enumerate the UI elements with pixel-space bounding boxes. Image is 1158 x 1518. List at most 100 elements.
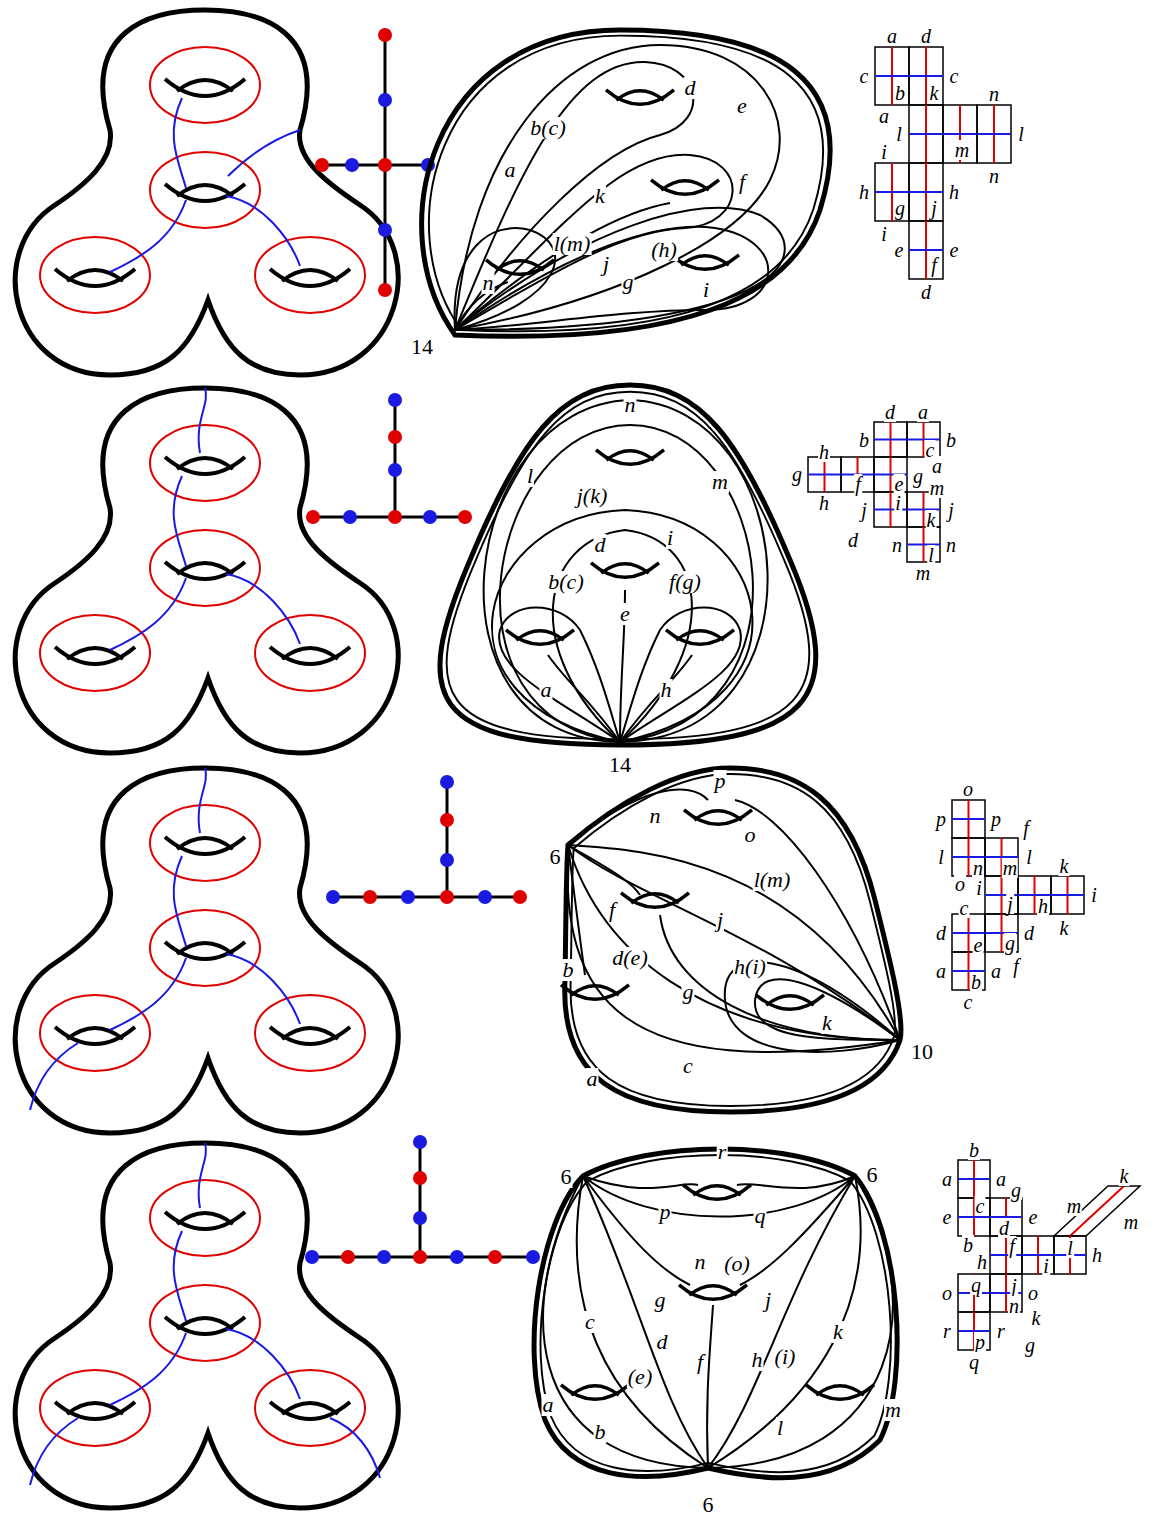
edge-label: n xyxy=(624,394,637,416)
curve-line xyxy=(620,655,692,742)
square-tile xyxy=(909,105,943,163)
graph-line xyxy=(808,474,841,476)
curve-line xyxy=(708,1176,893,1468)
edge-label: b xyxy=(894,83,906,103)
edge-label: a xyxy=(941,1169,953,1189)
curve-line xyxy=(735,800,900,1040)
curve-line xyxy=(199,768,206,833)
edge-label: q xyxy=(968,1352,980,1372)
edge-label: (e) xyxy=(627,1366,653,1388)
graph-line xyxy=(874,439,907,441)
edge-label: p xyxy=(935,809,947,829)
surface-part xyxy=(651,180,719,194)
square-tile xyxy=(1054,1236,1086,1274)
drawing-group xyxy=(567,789,900,1052)
edge-label: f xyxy=(1008,1236,1016,1256)
edge-label: g xyxy=(1004,933,1016,953)
tree-vertex xyxy=(388,510,402,524)
edge-label: l xyxy=(937,847,945,867)
edge-label: m xyxy=(884,1399,902,1421)
edge-label: a xyxy=(931,456,943,476)
curve-line xyxy=(199,388,206,453)
surface-part xyxy=(15,388,398,753)
graph-line xyxy=(952,818,985,820)
graph-line xyxy=(977,133,1011,135)
edge-label: c xyxy=(949,66,960,86)
edge-label: c xyxy=(859,66,870,86)
edge-label: h xyxy=(818,442,830,462)
edge-label: o xyxy=(744,824,757,846)
edge-label: a xyxy=(586,1068,599,1090)
curve-line xyxy=(583,1176,708,1468)
edge-label: k xyxy=(594,185,606,207)
square-tile xyxy=(958,1274,990,1312)
edge-label: n xyxy=(1008,1296,1020,1316)
edge-label: e xyxy=(949,240,960,260)
edge-label: m xyxy=(1123,1212,1139,1232)
edge-label: k xyxy=(832,1321,844,1343)
tree-vertex xyxy=(401,890,415,904)
edge-label: r xyxy=(717,1141,728,1163)
edge-label: b xyxy=(945,430,957,450)
edge-label: b xyxy=(962,1235,974,1255)
surface-part xyxy=(666,630,734,644)
edge-label: b xyxy=(562,959,575,981)
drawing-group xyxy=(534,1149,897,1478)
edge-label: a xyxy=(995,1169,1007,1189)
edge-label: i xyxy=(975,878,983,898)
graph-line xyxy=(958,1216,990,1218)
edge-label: d xyxy=(920,26,932,46)
square-tile xyxy=(952,800,985,838)
surface-part xyxy=(671,255,739,269)
edge-label: d xyxy=(998,1218,1010,1238)
square-tile xyxy=(875,163,909,221)
surface-part xyxy=(591,563,659,577)
curve-line xyxy=(199,1143,206,1208)
curve-line xyxy=(534,1149,897,1478)
edge-label: g xyxy=(622,271,635,293)
edge-label: g xyxy=(912,466,924,486)
edge-label: g xyxy=(654,1289,667,1311)
edge-label: k xyxy=(926,510,937,530)
tree-vertex xyxy=(377,1250,391,1264)
graph-line xyxy=(909,191,943,193)
edge-label: o xyxy=(1027,1283,1039,1303)
edge-label: i xyxy=(1090,885,1098,905)
edge-label: d(e) xyxy=(611,947,648,969)
tree-vertex xyxy=(440,775,454,789)
surface-part xyxy=(606,90,674,104)
edge-label: a xyxy=(540,679,553,701)
edge-label: m xyxy=(954,140,970,160)
tree-vertex xyxy=(440,890,454,904)
edge-label: p xyxy=(990,809,1002,829)
curve-line xyxy=(455,203,670,330)
curve-line xyxy=(30,1043,78,1110)
graph-line xyxy=(874,509,907,511)
parallelogram-tile xyxy=(1054,1186,1140,1236)
graph-line xyxy=(875,75,909,77)
edge-label: l xyxy=(526,465,534,487)
edge-label: l xyxy=(895,124,903,144)
square-tile xyxy=(1051,876,1084,914)
curve-line xyxy=(422,30,831,336)
square-tile xyxy=(874,422,907,457)
edge-label: m xyxy=(1002,858,1018,878)
surface-part xyxy=(506,630,574,644)
tree-vertex xyxy=(388,430,402,444)
curve-line xyxy=(228,130,300,176)
edge-label: q xyxy=(754,1205,767,1227)
edge-label: o xyxy=(954,874,966,894)
edge-label: j xyxy=(716,909,724,931)
edge-label: b xyxy=(970,972,982,992)
drawing-group xyxy=(455,45,785,330)
edge-label: a xyxy=(917,402,929,422)
edge-label: c xyxy=(959,898,970,918)
tree-vertex xyxy=(378,158,392,172)
graph-line xyxy=(419,1142,422,1257)
curve-line xyxy=(543,1176,708,1468)
edge-label: k xyxy=(929,83,940,103)
vertex-degree: 6 xyxy=(866,1164,879,1186)
surface-part xyxy=(596,450,664,464)
curve-line xyxy=(755,979,900,1040)
edge-label: r xyxy=(996,1321,1006,1341)
